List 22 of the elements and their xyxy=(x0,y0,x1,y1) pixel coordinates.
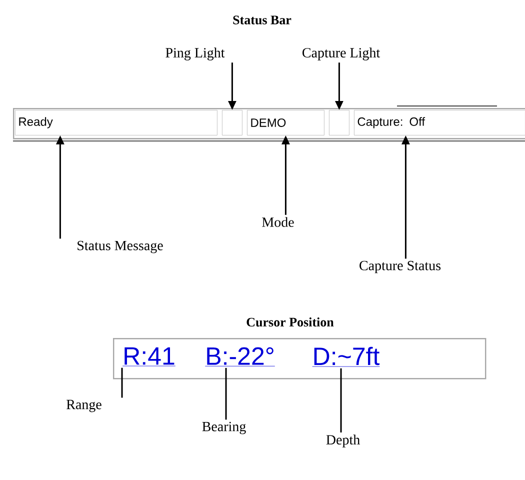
callout-label: Bearing xyxy=(202,422,246,434)
callout-label: Ping Light xyxy=(166,48,225,60)
cursor-value-link: D:~7ft xyxy=(312,346,380,367)
callout-label: Capture Light xyxy=(302,48,380,60)
callout-label: Mode xyxy=(262,217,294,227)
cursor-value-link: R:41 xyxy=(122,347,176,366)
leader-line xyxy=(340,368,342,432)
leader-line xyxy=(225,368,227,420)
callout-label: Range xyxy=(66,400,102,412)
callout-label: Depth xyxy=(326,434,360,448)
status-bar xyxy=(13,108,525,140)
node-label: Cursor Position xyxy=(246,317,334,327)
light-box xyxy=(329,110,350,136)
status-field: Capture: Off xyxy=(354,110,525,136)
status-field: DEMO xyxy=(247,110,324,136)
diagram-title: Status Bar xyxy=(233,16,292,24)
callout-label: Status Message xyxy=(78,240,163,254)
status-field: Ready xyxy=(15,110,218,136)
callout-label: Capture Status xyxy=(360,260,441,274)
cursor-value-link: B:-22° xyxy=(204,347,276,366)
light-box xyxy=(222,110,242,136)
leader-line xyxy=(121,368,123,398)
